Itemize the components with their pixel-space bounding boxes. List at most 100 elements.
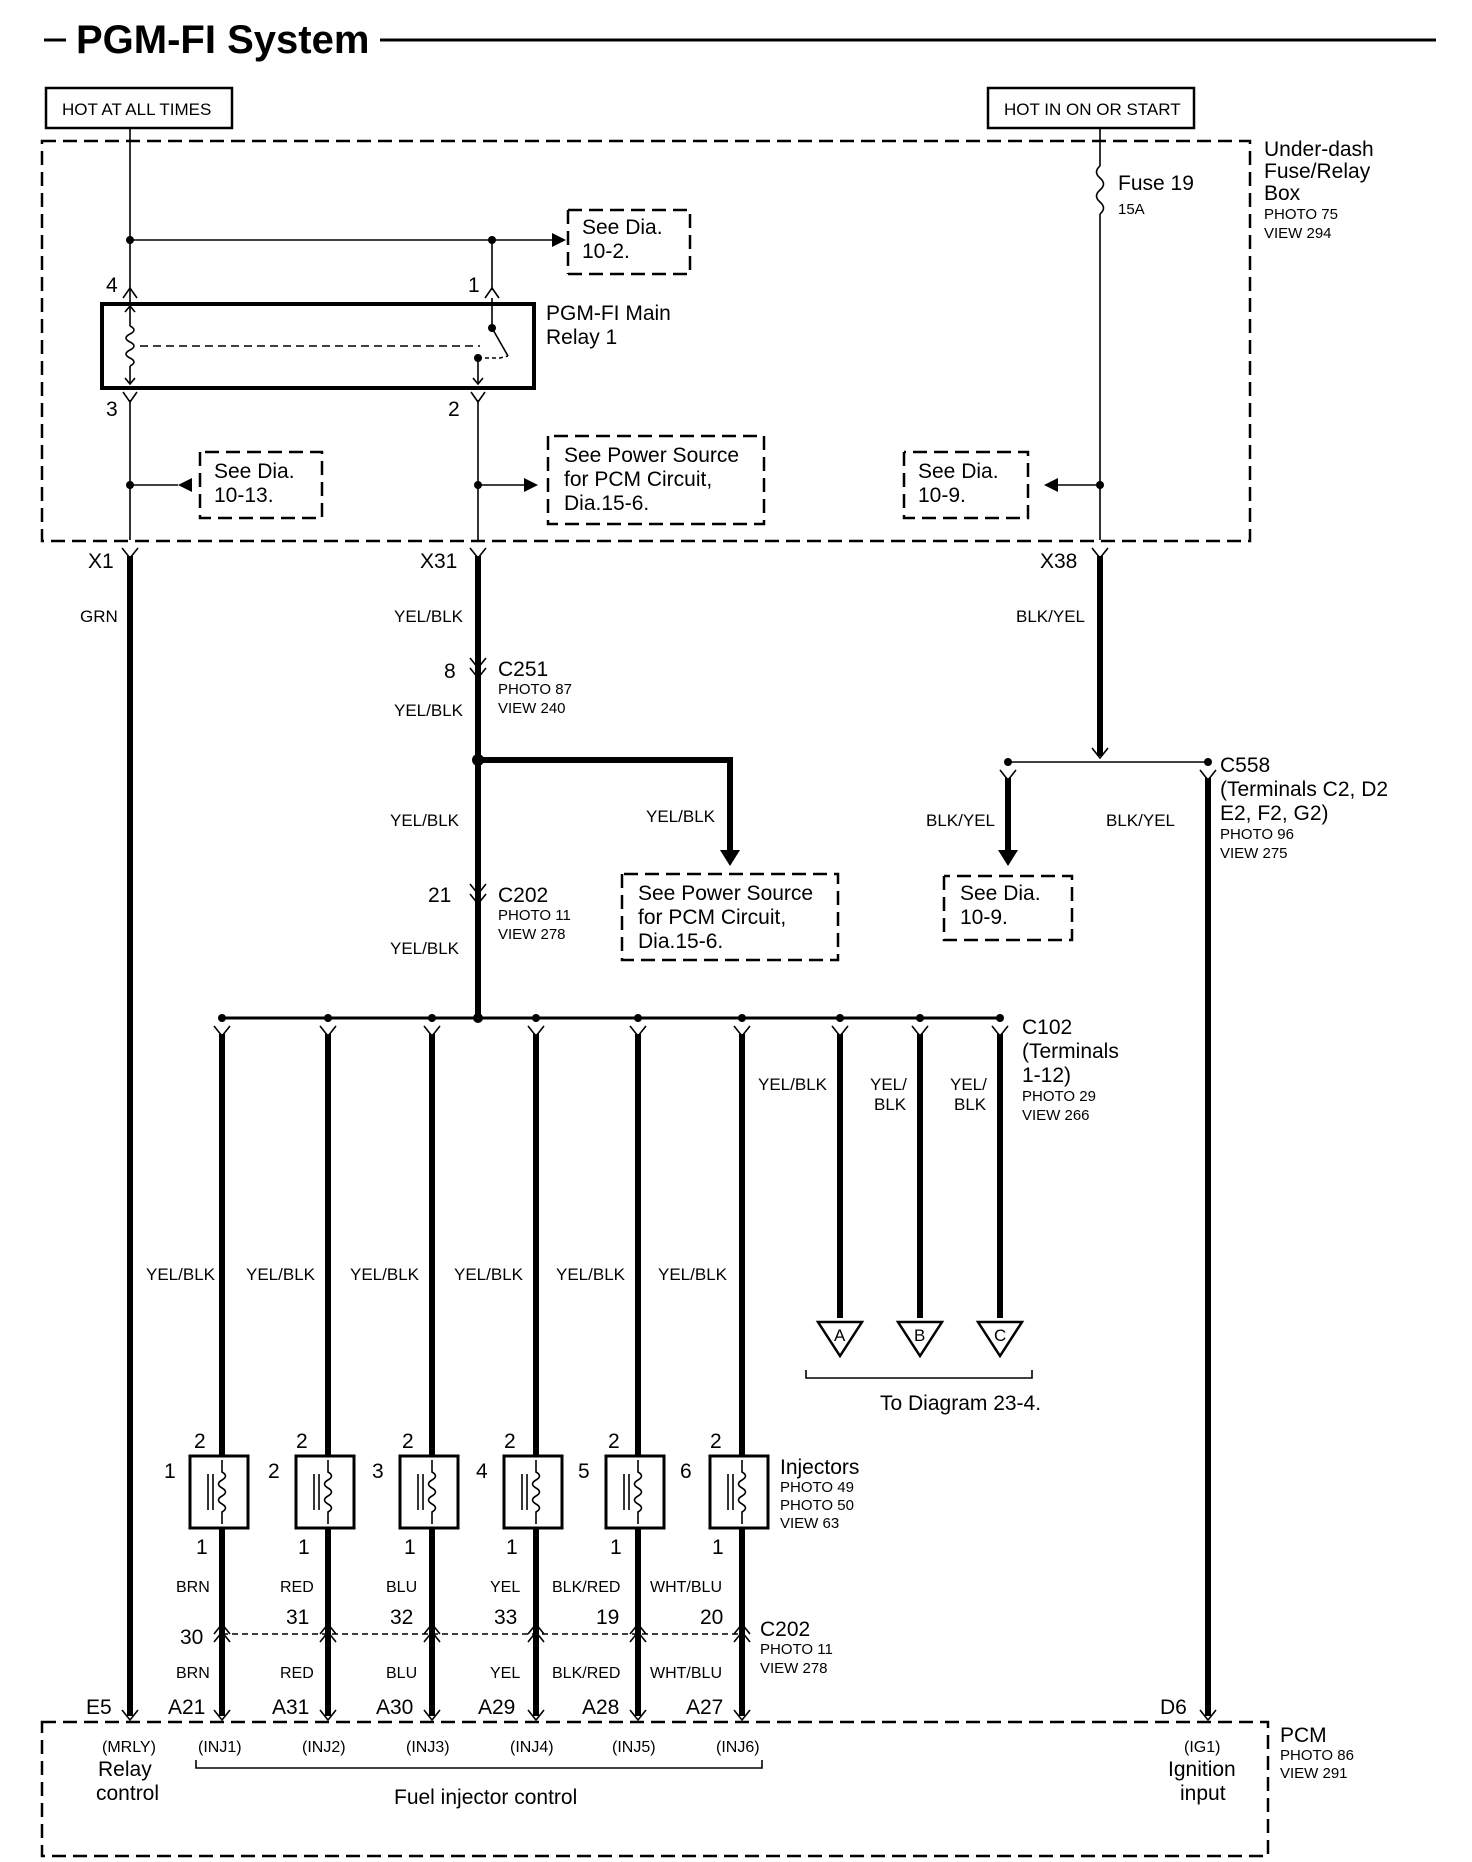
ref-dia-10-9a: See Dia. 10-9. — [902, 450, 1030, 520]
injector-pins-bottom: 1 1 1 1 1 1 — [196, 1536, 724, 1559]
svg-text:1: 1 — [506, 1536, 518, 1559]
inj2-feed-color: YEL/BLK — [246, 1265, 316, 1284]
svg-text:10-2.: 10-2. — [582, 240, 630, 263]
svg-text:Dia.15-6.: Dia.15-6. — [638, 930, 723, 953]
svg-text:31: 31 — [286, 1606, 309, 1629]
svg-text:BLK/RED: BLK/RED — [552, 1665, 620, 1682]
ref-dia-10-9b: See Dia. 10-9. — [942, 874, 1074, 942]
injector-1 — [188, 1454, 250, 1530]
svg-text:VIEW 294: VIEW 294 — [1264, 225, 1332, 242]
svg-text:20: 20 — [700, 1606, 723, 1629]
svg-text:BLK/YEL: BLK/YEL — [926, 811, 995, 830]
svg-text:See Power Source: See Power Source — [638, 882, 813, 905]
relay-pin-3: 3 — [106, 398, 118, 421]
relay-pin-2: 2 — [448, 398, 460, 421]
relay-pin-1: 1 — [468, 274, 480, 297]
svg-text:B: B — [914, 1326, 925, 1345]
svg-text:A28: A28 — [582, 1696, 619, 1719]
svg-text:A30: A30 — [376, 1696, 413, 1719]
fuse-relay-box-label: Under-dash Fuse/Relay Box PHOTO 75 VIEW … — [1264, 138, 1374, 242]
svg-text:VIEW 278: VIEW 278 — [760, 1660, 828, 1677]
svg-text:Injectors: Injectors — [780, 1456, 859, 1479]
relay-label-line2: Relay 1 — [546, 326, 617, 349]
off-page-connectors: A B C To Diagram 23-4. — [805, 1320, 1041, 1415]
svg-text:A29: A29 — [478, 1696, 515, 1719]
wire-yel-blk-branch — [478, 757, 733, 852]
pcm-mrly: (MRLY) — [102, 1739, 156, 1756]
svg-text:Under-dash: Under-dash — [1264, 138, 1374, 161]
c202-bottom-arrows — [213, 1622, 751, 1643]
svg-text:(INJ6): (INJ6) — [716, 1739, 760, 1756]
inj6-feed-color: YEL/BLK — [658, 1265, 728, 1284]
pcm-pin-d6: D6 — [1160, 1696, 1187, 1719]
svg-text:WHT/BLU: WHT/BLU — [650, 1579, 722, 1596]
relay-pin-4: 4 — [106, 274, 118, 297]
svg-text:PHOTO 96: PHOTO 96 — [1220, 826, 1294, 843]
c102-label: C102 (Terminals 1-12) PHOTO 29 VIEW 266 — [1022, 1016, 1119, 1124]
c202-top-name: C202 — [498, 884, 548, 907]
svg-text:(INJ4): (INJ4) — [510, 1739, 554, 1756]
svg-text:2: 2 — [608, 1430, 620, 1453]
terminal-x38: X38 — [1040, 550, 1077, 573]
ref-power-source-2: See Power Source for PCM Circuit, Dia.15… — [620, 872, 840, 962]
svg-text:PHOTO 75: PHOTO 75 — [1264, 206, 1338, 223]
svg-text:(INJ1): (INJ1) — [198, 1739, 242, 1756]
inj5-feed-color: YEL/BLK — [556, 1265, 626, 1284]
svg-text:(INJ3): (INJ3) — [406, 1739, 450, 1756]
c202-bottom-label: C202 PHOTO 11 VIEW 278 — [760, 1618, 833, 1677]
svg-text:BLK/YEL: BLK/YEL — [1016, 607, 1085, 626]
svg-text:for PCM Circuit,: for PCM Circuit, — [564, 468, 712, 491]
svg-text:A31: A31 — [272, 1696, 309, 1719]
fuse-relay-box-outline — [40, 139, 1252, 543]
svg-text:1: 1 — [196, 1536, 208, 1559]
svg-text:YEL/BLK: YEL/BLK — [646, 807, 716, 826]
fuel-injector-control-bracket — [195, 1760, 763, 1769]
svg-text:30: 30 — [180, 1626, 203, 1649]
svg-text:4: 4 — [476, 1460, 488, 1483]
pcm-label: PCM PHOTO 86 VIEW 291 — [1280, 1724, 1354, 1782]
svg-text:5: 5 — [578, 1460, 590, 1483]
svg-text:RED: RED — [280, 1665, 314, 1682]
svg-text:WHT/BLU: WHT/BLU — [650, 1665, 722, 1682]
fuse-19-rating: 15A — [1118, 201, 1145, 218]
svg-text:1: 1 — [404, 1536, 416, 1559]
injector-5 — [604, 1454, 666, 1530]
svg-text:19: 19 — [596, 1606, 619, 1629]
svg-text:(Terminals C2, D2: (Terminals C2, D2 — [1220, 778, 1388, 801]
svg-text:PHOTO 87: PHOTO 87 — [498, 681, 572, 698]
c202-bottom-pins: 30 31 32 33 19 20 — [180, 1606, 723, 1649]
svg-text:C202: C202 — [760, 1618, 810, 1641]
svg-text:for PCM Circuit,: for PCM Circuit, — [638, 906, 786, 929]
svg-text:See Dia.: See Dia. — [918, 460, 999, 483]
svg-text:2: 2 — [296, 1430, 308, 1453]
svg-text:A21: A21 — [168, 1696, 205, 1719]
svg-text:BLK/RED: BLK/RED — [552, 1579, 620, 1596]
svg-text:Fuse/Relay: Fuse/Relay — [1264, 160, 1371, 183]
injector-numbers: 1 2 3 4 5 6 — [164, 1460, 692, 1483]
pcm-outline — [40, 1720, 1270, 1858]
svg-text:1: 1 — [164, 1460, 176, 1483]
svg-text:BLU: BLU — [386, 1579, 417, 1596]
svg-text:1-12): 1-12) — [1022, 1064, 1071, 1087]
svg-text:PHOTO 11: PHOTO 11 — [498, 907, 571, 924]
inj4-feed-color: YEL/BLK — [454, 1265, 524, 1284]
svg-text:Box: Box — [1264, 182, 1301, 205]
svg-text:2: 2 — [194, 1430, 206, 1453]
injector-pins-top: 2 2 2 2 2 2 — [194, 1430, 722, 1453]
svg-text:YEL/: YEL/ — [870, 1075, 907, 1094]
off-page-b-icon — [895, 1320, 945, 1359]
diagram-title: PGM-FI System — [76, 18, 369, 62]
off-page-c-icon — [975, 1320, 1025, 1359]
hot-at-all-times-label: HOT AT ALL TIMES — [62, 100, 211, 119]
c202-top-pin: 21 — [428, 884, 451, 907]
ref-power-source-1: See Power Source for PCM Circuit, Dia.15… — [546, 434, 766, 526]
c251-pin: 8 — [444, 660, 456, 683]
svg-text:BLK: BLK — [874, 1095, 907, 1114]
terminal-x1: X1 — [88, 550, 114, 573]
svg-text:YEL: YEL — [490, 1579, 520, 1596]
hot-in-on-label: HOT IN ON OR START — [1004, 100, 1181, 119]
svg-text:VIEW 240: VIEW 240 — [498, 700, 566, 717]
svg-text:BRN: BRN — [176, 1579, 210, 1596]
svg-text:YEL: YEL — [490, 1665, 520, 1682]
svg-text:YEL/BLK: YEL/BLK — [394, 701, 464, 720]
